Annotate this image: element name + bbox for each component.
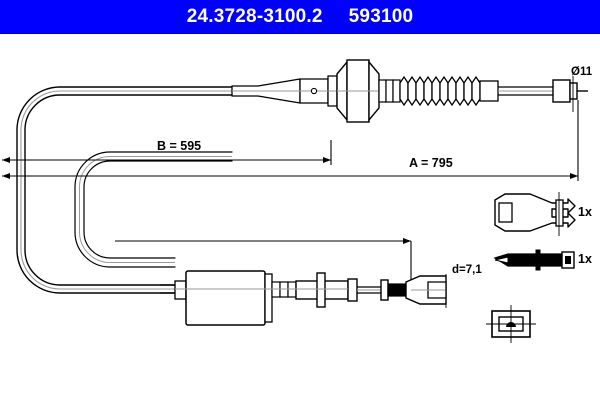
boot-end-ferrule	[479, 80, 499, 102]
part-number-label: 24.3728-3100.2	[186, 6, 323, 27]
clevis-bore	[498, 202, 513, 223]
cable-tie-head-slot	[565, 256, 571, 264]
cable-body-hole	[310, 87, 318, 95]
eye-end-barrel	[552, 79, 571, 103]
rod-shoulder	[380, 279, 389, 301]
damper-inlet-ferrule	[174, 280, 187, 300]
dimension-b-line	[2, 140, 332, 165]
accessory-retaining-clip	[486, 305, 536, 343]
title-bar: 24.3728-3100.2 593100	[0, 0, 600, 34]
lower-inner-rod	[357, 286, 381, 294]
vibration-damper-housing	[185, 270, 266, 326]
cable-tie-ridge	[535, 249, 541, 271]
cable-tie-tip	[494, 256, 509, 264]
inner-cable-sheath	[74, 151, 233, 268]
lower-cable-assembly	[160, 270, 447, 326]
accessory-cable-tie	[493, 249, 575, 271]
lower-cable-entry	[160, 284, 175, 294]
dimension-a-line	[2, 100, 579, 181]
dimension-b-label: B = 595	[157, 139, 202, 153]
clevis-fork-quantity-label: 1x	[578, 205, 592, 219]
damper-outlet-cap	[264, 273, 273, 323]
outer-cable-centerline	[20, 90, 232, 290]
clevis-pin	[555, 199, 564, 227]
inner-cable-centerline	[79, 156, 232, 263]
adjuster-collar	[347, 278, 358, 302]
outer-cable-sheath	[16, 86, 233, 294]
upper-inner-wire	[498, 86, 553, 96]
threaded-rod-section	[387, 283, 407, 297]
dimension-a-label: A = 795	[409, 156, 453, 170]
diameter-rod-label: d=7,1	[452, 264, 482, 276]
adjuster-nut	[316, 272, 326, 308]
accessory-clevis-fork	[494, 192, 576, 236]
bellows-boot	[399, 75, 481, 107]
reference-number-label: 593100	[348, 6, 414, 27]
cable-tie-quantity-label: 1x	[578, 252, 592, 266]
upper-cable-assembly	[231, 59, 588, 123]
eye-end-nut	[569, 82, 578, 100]
boot-ribbed-section	[378, 79, 401, 103]
diameter-eye-label: Ø11	[571, 66, 593, 78]
